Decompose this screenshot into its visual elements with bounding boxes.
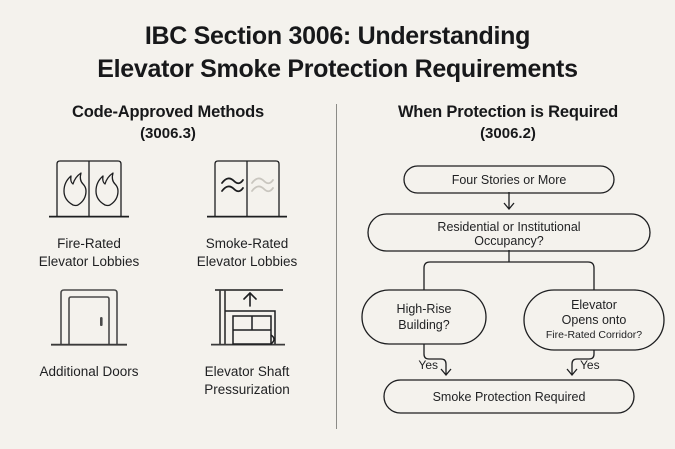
page-title: IBC Section 3006: Understanding Elevator… bbox=[0, 20, 675, 86]
fire-rated-elevator-lobby-icon bbox=[35, 150, 143, 228]
left-column-heading: Code-Approved Methods (3006.3) bbox=[8, 102, 328, 144]
flow-node-high-rise-line1: High-Rise bbox=[397, 302, 452, 316]
method-label-smoke-rated-lobby: Smoke-Rated Elevator Lobbies bbox=[196, 236, 298, 270]
flow-node-occupancy-line2: Occupancy? bbox=[474, 234, 544, 248]
method-label-shaft-pressurization: Elevator Shaft Pressurization bbox=[204, 364, 290, 398]
title-line-1: IBC Section 3006: Understanding bbox=[144, 22, 531, 50]
flow-node-occupancy: Residential or Institutional Occupancy? bbox=[367, 213, 651, 252]
additional-doors-icon bbox=[35, 278, 143, 356]
flow-node-corridor-line2: Opens onto bbox=[562, 313, 627, 327]
right-heading-text: When Protection is Required bbox=[397, 103, 619, 121]
flow-node-high-rise: High-Rise Building? bbox=[361, 289, 487, 345]
flow-node-corridor: Elevator Opens onto Fire-Rated Corridor? bbox=[523, 289, 665, 351]
right-column-heading: When Protection is Required (3006.2) bbox=[348, 102, 668, 144]
smoke-rated-elevator-lobby-icon bbox=[193, 150, 301, 228]
protection-required-flowchart: Four Stories or More Residential or Inst… bbox=[348, 158, 670, 428]
left-heading-text: Code-Approved Methods bbox=[72, 103, 264, 121]
method-item-smoke-rated-lobby: Smoke-Rated Elevator Lobbies bbox=[168, 150, 326, 278]
flow-node-four-stories: Four Stories or More bbox=[403, 165, 615, 194]
flow-node-occupancy-line1: Residential or Institutional bbox=[437, 220, 580, 234]
method-label-fire-rated-lobby: Fire-Rated Elevator Lobbies bbox=[38, 236, 140, 270]
title-line-2: Elevator Smoke Protection Requirements bbox=[97, 55, 578, 83]
flow-node-corridor-line1: Elevator bbox=[571, 298, 617, 312]
elevator-shaft-pressurization-icon bbox=[193, 278, 301, 356]
flow-node-four-stories-label: Four Stories or More bbox=[452, 173, 567, 187]
method-item-fire-rated-lobby: Fire-Rated Elevator Lobbies bbox=[10, 150, 168, 278]
flow-node-corridor-line3: Fire-Rated Corridor? bbox=[546, 329, 642, 341]
method-label-additional-doors: Additional Doors bbox=[39, 364, 139, 379]
branch-label-yes-left: Yes bbox=[418, 358, 438, 372]
right-heading-section: (3006.2) bbox=[480, 124, 536, 142]
column-divider bbox=[336, 104, 337, 429]
left-heading-section: (3006.3) bbox=[140, 124, 196, 142]
code-approved-methods-grid: Fire-Rated Elevator Lobbies bbox=[10, 150, 326, 406]
method-item-additional-doors: Additional Doors bbox=[10, 278, 168, 406]
method-item-shaft-pressurization: Elevator Shaft Pressurization bbox=[168, 278, 326, 406]
flow-node-result-label: Smoke Protection Required bbox=[433, 390, 586, 404]
branch-label-yes-right: Yes bbox=[580, 358, 600, 372]
flow-node-high-rise-line2: Building? bbox=[398, 318, 449, 332]
flow-connectors bbox=[423, 192, 595, 377]
flow-node-result: Smoke Protection Required bbox=[383, 379, 635, 414]
